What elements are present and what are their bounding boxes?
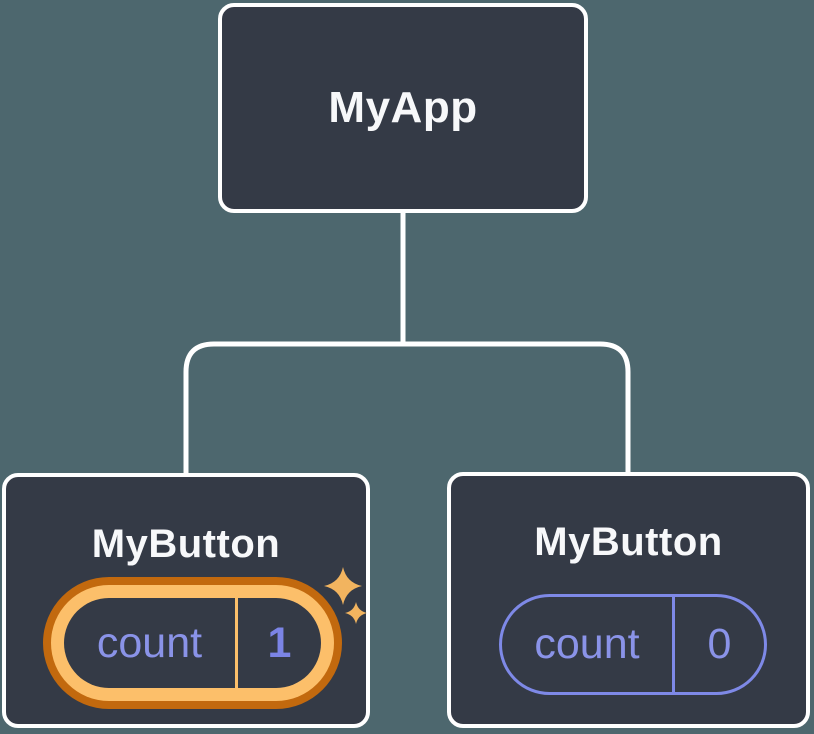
node-myapp: MyApp (218, 3, 588, 213)
node-mybutton-updated-title: MyButton (91, 522, 281, 566)
state-key-label: count (534, 620, 640, 668)
state-pill-divider (235, 598, 238, 688)
state-pill-highlighted: count 1 (43, 577, 342, 709)
connector-branches (183, 341, 631, 476)
sparkles-icon (324, 567, 367, 624)
sparkle-small (345, 602, 367, 624)
node-mybutton-plain-title: MyButton (534, 520, 723, 564)
sparkle-large (324, 567, 362, 605)
state-pill-plain: count 0 (499, 594, 767, 695)
state-key-cell: count (64, 598, 235, 688)
state-value-cell: 0 (675, 597, 764, 692)
state-value: 1 (267, 618, 292, 667)
node-myapp-title: MyApp (328, 83, 478, 132)
state-pill-body: count 1 (64, 598, 321, 688)
state-pill-divider (672, 597, 675, 692)
state-key-cell: count (502, 597, 672, 692)
node-mybutton-plain: MyButton count 0 (447, 472, 810, 728)
state-key-label: count (96, 618, 203, 667)
node-mybutton-updated: MyButton count 1 (2, 473, 370, 728)
state-value: 0 (707, 620, 732, 668)
state-value-cell: 1 (238, 598, 321, 688)
state-pill-highlight-ring: count 1 (51, 585, 334, 701)
